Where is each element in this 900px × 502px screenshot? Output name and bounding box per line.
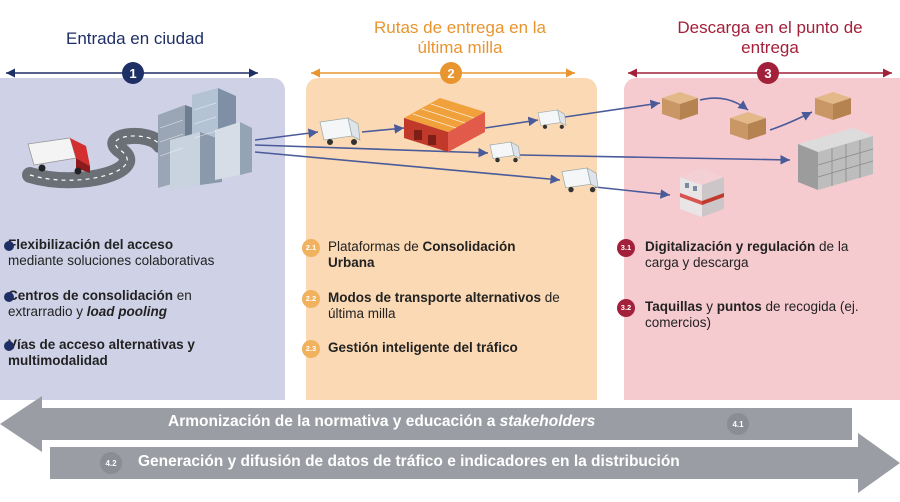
item-3-1-bold: Digitalización y regulación	[645, 239, 816, 254]
item-2-1-bold-b: Urbana	[328, 255, 375, 270]
banner-2-arrow	[50, 433, 900, 493]
warehouse-icon	[404, 98, 485, 152]
road-icon	[22, 127, 168, 189]
phase-2-title-line2: última milla	[417, 38, 503, 57]
banner-1-text: Armonización de la normativa y educación…	[168, 413, 596, 430]
flow-arrows	[254, 97, 813, 199]
item-3-1-text-a: de la	[815, 239, 849, 254]
banner-2-text: Generación y difusión de datos de tráfic…	[138, 453, 680, 470]
item-3-2-bold-a: Taquillas	[645, 299, 703, 314]
item-3-2-bold-b: puntos	[716, 299, 762, 314]
phase-2-title: Rutas de entrega en la última milla	[330, 18, 590, 58]
item-number-badge: 2.3	[302, 340, 320, 358]
item-2-1: 2.1 Plataformas de Consolidación Urbana	[302, 239, 590, 271]
phase-3-title-line1: Descarga en el punto de	[677, 18, 863, 37]
item-1-3-bold-a: Vías de acceso alternativas y	[8, 337, 195, 352]
item-2-2-text-a: de	[541, 290, 560, 305]
van-icon	[561, 167, 599, 193]
item-1-2-italic: load pooling	[86, 304, 168, 319]
item-number-badge: 3.2	[617, 299, 635, 317]
locker-icon	[798, 128, 874, 190]
item-2-2: 2.2 Modos de transporte alternativos de …	[302, 290, 590, 322]
banner-1-italic: stakeholders	[499, 413, 596, 430]
item-1-2: Centros de consolidación en extrarradio …	[4, 288, 278, 320]
banner-1: Armonización de la normativa y educación…	[168, 413, 595, 431]
item-3-1: 3.1 Digitalización y regulación de la ca…	[617, 239, 895, 271]
phase-2-title-line1: Rutas de entrega en la	[373, 18, 546, 37]
bullet-dot	[4, 241, 14, 251]
item-1-3-bold-b: multimodalidad	[8, 353, 108, 368]
item-3-2-text-b: de recogida (ej.	[761, 299, 859, 314]
item-3-2: 3.2 Taquillas y puntos de recogida (ej. …	[617, 299, 895, 331]
item-3-2-text-c: comercios)	[645, 315, 712, 330]
city-buildings-icon	[158, 88, 252, 190]
item-1-3: Vías de acceso alternativas y multimodal…	[4, 337, 278, 369]
item-1-2-text-a: en	[173, 288, 192, 303]
item-2-2-bold: Modos de transporte alternativos	[328, 290, 542, 305]
item-2-3: 2.3 Gestión inteligente del tráfico	[302, 340, 590, 358]
item-number-badge: 2.2	[302, 290, 320, 308]
item-2-1-text: Plataformas de	[328, 239, 423, 254]
item-number-badge: 2.1	[302, 239, 320, 257]
item-1-1-text: mediante soluciones colaborativas	[8, 253, 215, 268]
van-icon	[319, 117, 361, 145]
van-icon	[537, 109, 567, 129]
shop-icon	[680, 169, 724, 217]
banner-2-badge: 4.2	[100, 452, 122, 474]
phase-3-title-line2: entrega	[741, 38, 799, 57]
phase-3-title: Descarga en el punto de entrega	[640, 18, 900, 58]
item-1-2-text-b: extrarradio y	[8, 304, 87, 319]
item-2-2-text-b: última milla	[328, 306, 396, 321]
bullet-dot	[4, 341, 14, 351]
phase-1-title: Entrada en ciudad	[66, 29, 204, 48]
item-1-1-bold: Flexibilización del acceso	[8, 237, 174, 252]
box-icon	[730, 112, 766, 140]
item-2-1-bold-a: Consolidación	[422, 239, 516, 254]
item-3-1-text-b: carga y descarga	[645, 255, 749, 270]
item-3-2-text-a: y	[702, 299, 717, 314]
banner-1-badge: 4.1	[727, 413, 749, 435]
box-icon	[815, 92, 851, 120]
banner-1-arrow	[0, 396, 852, 452]
item-1-1: Flexibilización del acceso mediante solu…	[4, 237, 278, 269]
item-number-badge: 3.1	[617, 239, 635, 257]
bullet-dot	[4, 292, 14, 302]
box-icon	[662, 92, 698, 120]
banner-2: Generación y difusión de datos de tráfic…	[138, 453, 680, 471]
item-1-2-bold: Centros de consolidación	[8, 288, 174, 303]
item-2-3-bold: Gestión inteligente del tráfico	[328, 340, 518, 355]
truck-icon	[27, 137, 90, 175]
van-icon	[489, 141, 521, 163]
